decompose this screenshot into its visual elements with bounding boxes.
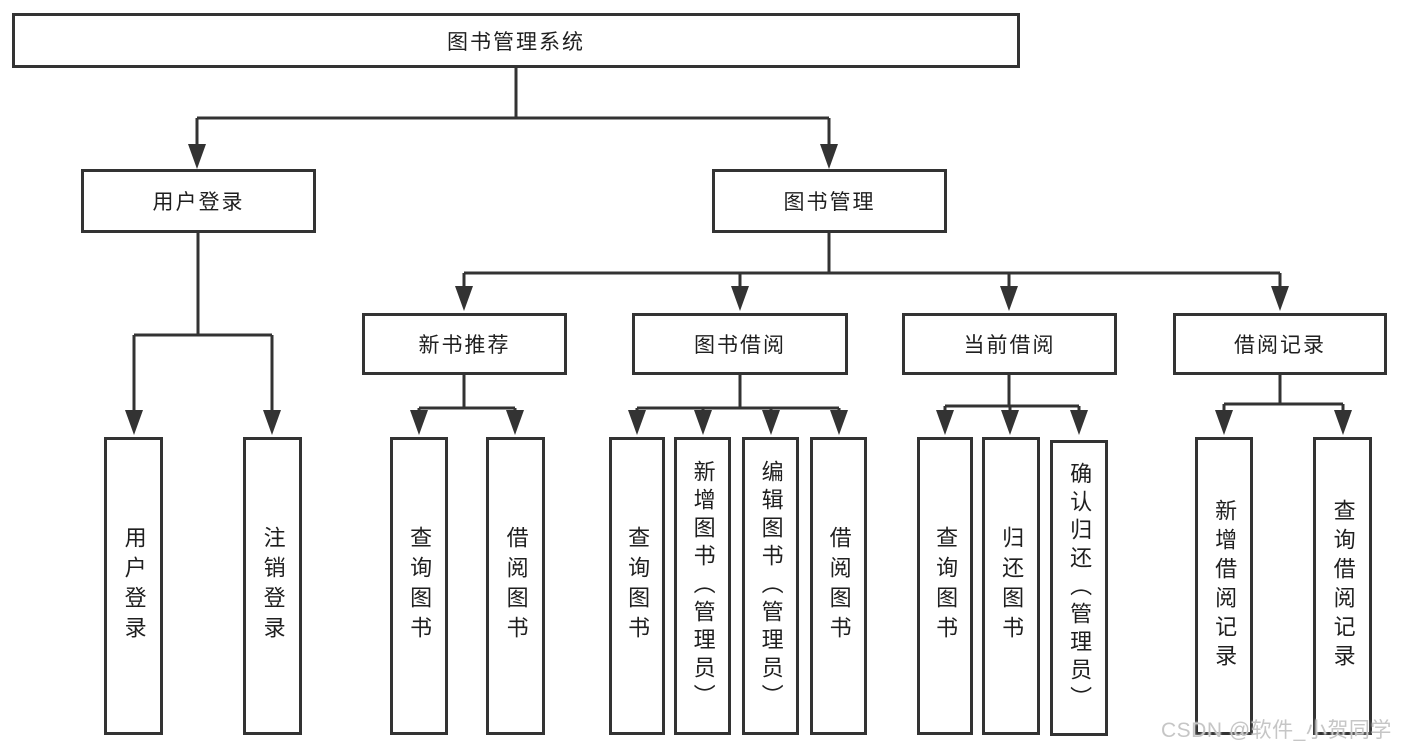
leaf-borrow-books-recommend: 借阅图书 <box>486 437 545 735</box>
node-user-login: 用户登录 <box>81 169 316 233</box>
leaf-logout: 注销登录 <box>243 437 302 735</box>
node-current-borrowing: 当前借阅 <box>902 313 1117 375</box>
node-root: 图书管理系统 <box>12 13 1020 68</box>
node-book-management: 图书管理 <box>712 169 947 233</box>
leaf-query-books-recommend: 查询图书 <box>390 437 448 735</box>
connector-book-management-split <box>462 233 1282 288</box>
leaf-confirm-return-admin: 确认归还（管理员） <box>1050 440 1108 736</box>
leaf-add-book-admin: 新增图书（管理员） <box>674 437 731 735</box>
connector-book-borrowing-split <box>635 375 841 413</box>
leaf-query-books-borrowing: 查询图书 <box>609 437 665 735</box>
leaf-query-books-current: 查询图书 <box>917 437 973 735</box>
leaf-query-borrow-record: 查询借阅记录 <box>1313 437 1372 735</box>
connector-root-split <box>195 68 831 146</box>
connector-user-login-split <box>132 233 274 412</box>
leaf-borrow-books: 借阅图书 <box>810 437 867 735</box>
connector-paths <box>132 68 1345 413</box>
node-new-book-recommend: 新书推荐 <box>362 313 567 375</box>
connector-borrow-records-split <box>1222 375 1345 413</box>
leaf-return-books: 归还图书 <box>982 437 1040 735</box>
connector-current-borrowing-split <box>943 375 1081 413</box>
connector-arrowheads <box>125 144 1352 435</box>
node-book-borrowing: 图书借阅 <box>632 313 848 375</box>
node-borrowing-records: 借阅记录 <box>1173 313 1387 375</box>
leaf-user-login: 用户登录 <box>104 437 163 735</box>
connector-new-book-split <box>417 375 517 413</box>
leaf-edit-book-admin: 编辑图书（管理员） <box>742 437 799 735</box>
leaf-add-borrow-record: 新增借阅记录 <box>1195 437 1253 735</box>
